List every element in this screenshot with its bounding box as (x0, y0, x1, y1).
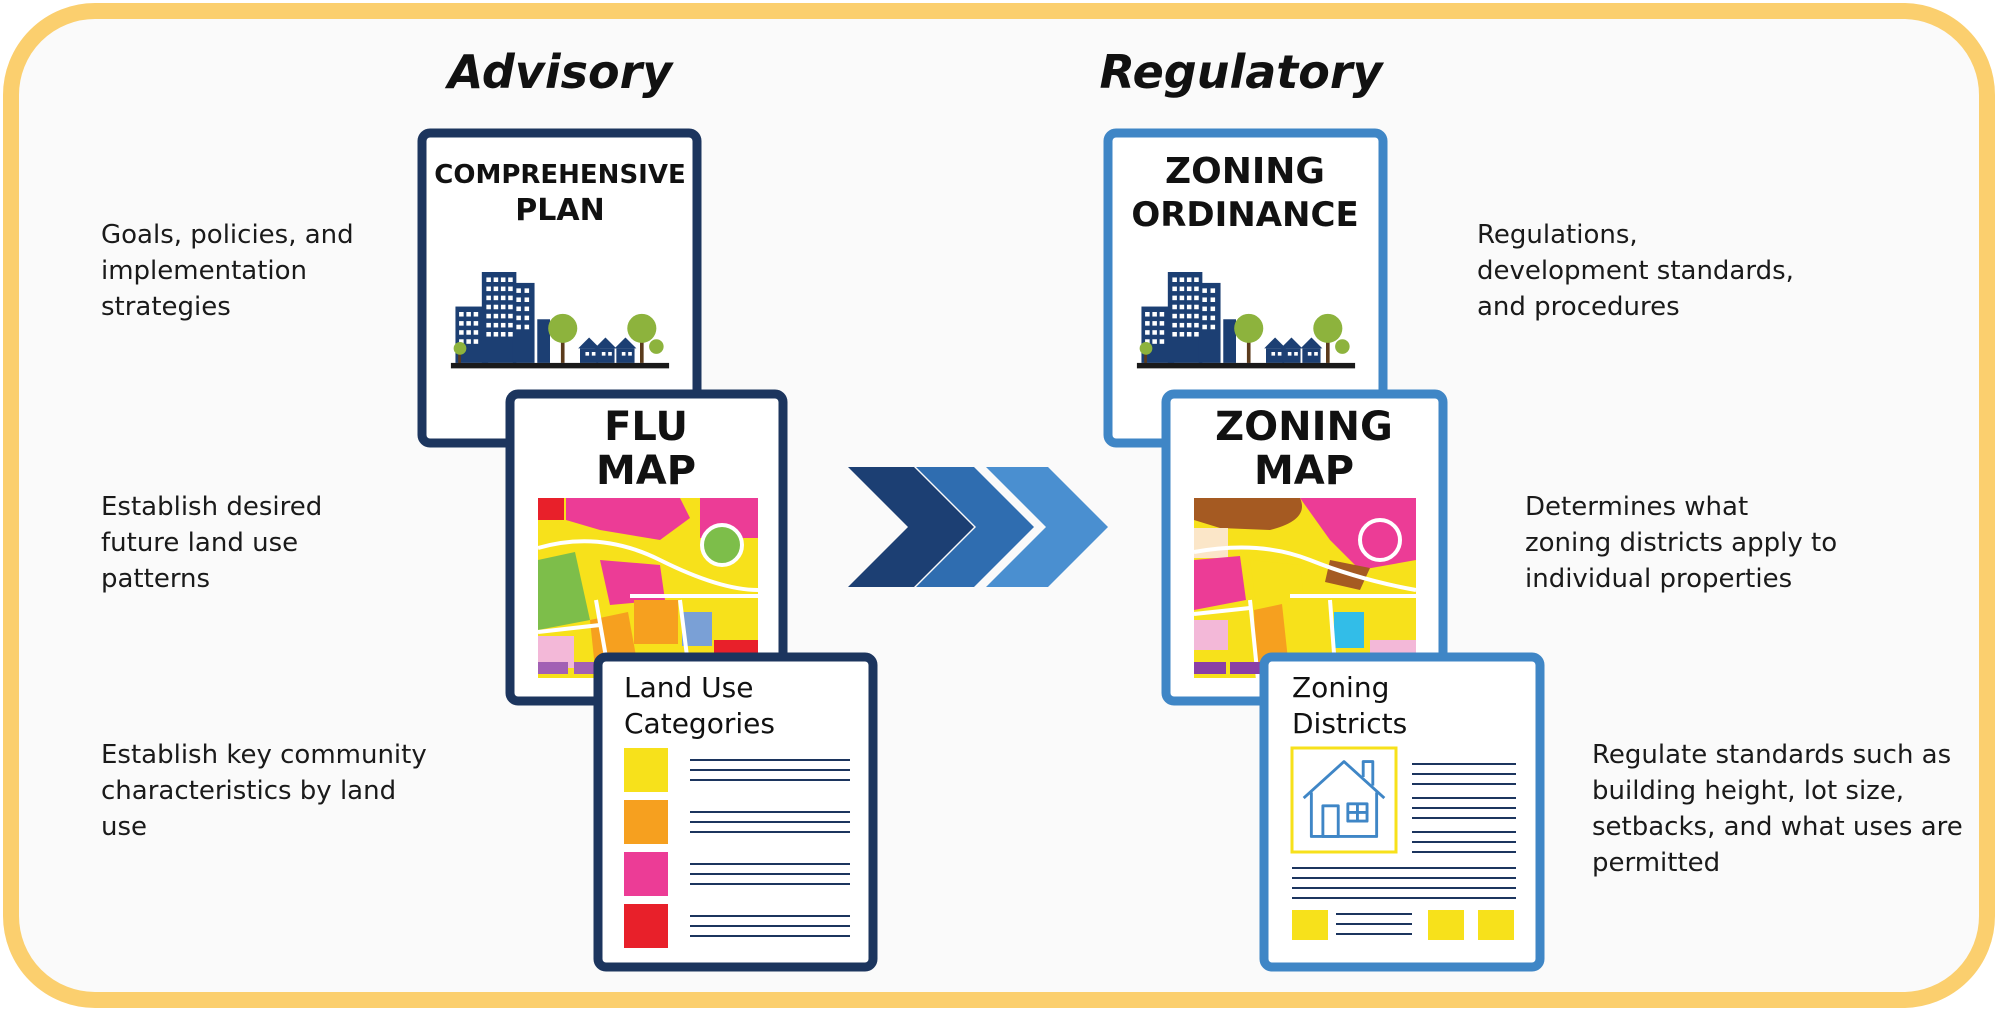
category-swatch-4 (624, 904, 668, 948)
zoning-map-title-line1: ZONING (1215, 404, 1393, 450)
zoning-districts-title-line2: Districts (1292, 707, 1407, 740)
advisory-description-2: Establish desired future land use patter… (101, 492, 323, 594)
chevron-arrow-icon (848, 467, 1108, 587)
district-swatch-1 (1292, 910, 1328, 940)
regulatory-description-2: Determines what zoning districts apply t… (1525, 492, 1838, 594)
comprehensive-plan-card: COMPREHENSIVE PLAN (417, 128, 702, 448)
zoning-districts-card: Zoning Districts (1259, 652, 1545, 972)
flu-map-card: FLU MAP (505, 389, 788, 706)
category-swatch-3 (624, 852, 668, 896)
heading-advisory: Advisory (445, 45, 675, 99)
district-lines (1292, 763, 1516, 935)
zoning-ordinance-title-line2: ORDINANCE (1131, 195, 1358, 235)
zoning-map-title-line2: MAP (1254, 448, 1354, 494)
category-swatch-1 (624, 748, 668, 792)
comprehensive-plan-title-line1: COMPREHENSIVE (434, 160, 685, 190)
regulatory-description-1: Regulations, development standards, and … (1477, 220, 1794, 322)
category-lines (690, 759, 850, 937)
zoning-map-graphic (1193, 498, 1417, 681)
category-swatch-2 (624, 800, 668, 844)
zoning-districts-title-line1: Zoning (1292, 671, 1389, 704)
house-icon-frame (1290, 746, 1398, 854)
flu-map-title-line2: MAP (596, 448, 696, 494)
regulatory-description-3: Regulate standards such as building heig… (1592, 740, 1963, 878)
zoning-ordinance-title-line1: ZONING (1165, 151, 1325, 192)
comprehensive-plan-title-line2: PLAN (515, 193, 604, 228)
advisory-description-3: Establish key community characteristics … (101, 740, 427, 842)
heading-regulatory: Regulatory (1099, 45, 1384, 99)
zoning-ordinance-card: ZONING ORDINANCE (1103, 128, 1388, 448)
land-use-categories-card: Land Use Categories (593, 652, 878, 972)
district-swatch-3 (1478, 910, 1514, 940)
land-use-categories-title-line2: Categories (624, 707, 775, 740)
land-use-categories-title-line1: Land Use (624, 671, 754, 704)
advisory-description-1: Goals, policies, and implementation stra… (101, 220, 354, 322)
flu-map-title-line1: FLU (604, 404, 688, 450)
district-swatch-2 (1428, 910, 1464, 940)
